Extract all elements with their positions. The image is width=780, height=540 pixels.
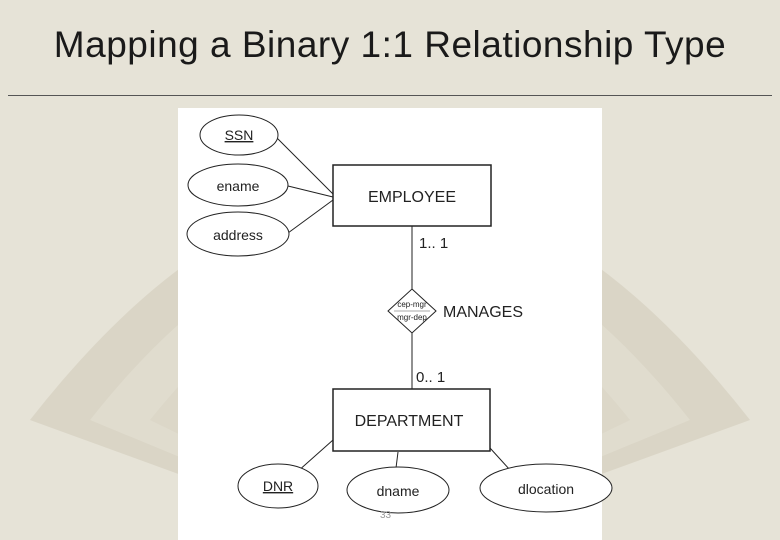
page-number: 33 [380,510,392,521]
dnr-ellipse [237,463,319,509]
address-connector [287,199,334,234]
department-cardinality: 0.. 1 [416,369,445,386]
attribute-dlocation: dlocation [479,463,613,513]
ename-connector [287,185,334,198]
ssn-connector [276,137,334,195]
dlocation-connector [489,447,511,471]
employee-label: EMPLOYEE [368,189,456,206]
attribute-dname: dname [346,466,450,514]
ssn-label: SSN [225,127,254,143]
slide-title: Mapping a Binary 1:1 Relationship Type [53,24,727,65]
role-top-label: cep-mgr [397,300,427,309]
ename-label: ename [217,178,260,194]
role-bottom-label: mgr-dep [397,313,427,322]
relationship-name: MANAGES [443,304,523,321]
employee-cardinality: 1.. 1 [419,235,448,252]
attribute-ename: ename [187,163,289,207]
dnr-label: DNR [263,478,293,494]
dlocation-ellipse [479,463,613,513]
dname-ellipse [346,466,450,514]
attribute-address: address [186,211,290,257]
dname-connector [395,451,399,469]
department-box [332,388,491,452]
manages-relationship: cep-mgr mgr-dep MANAGES [387,288,523,334]
attribute-dnr: DNR [237,463,319,509]
ssn-ellipse [199,114,279,156]
department-label: DEPARTMENT [355,413,464,430]
employee-box [332,164,492,227]
employee-entity: EMPLOYEE [332,164,492,227]
address-label: address [213,227,263,243]
title-divider [8,95,772,96]
department-entity: DEPARTMENT [332,388,491,452]
address-ellipse [186,211,290,257]
dlocation-label: dlocation [518,481,574,497]
attribute-ssn: SSN [199,114,279,156]
dname-label: dname [377,483,420,499]
ename-ellipse [187,163,289,207]
